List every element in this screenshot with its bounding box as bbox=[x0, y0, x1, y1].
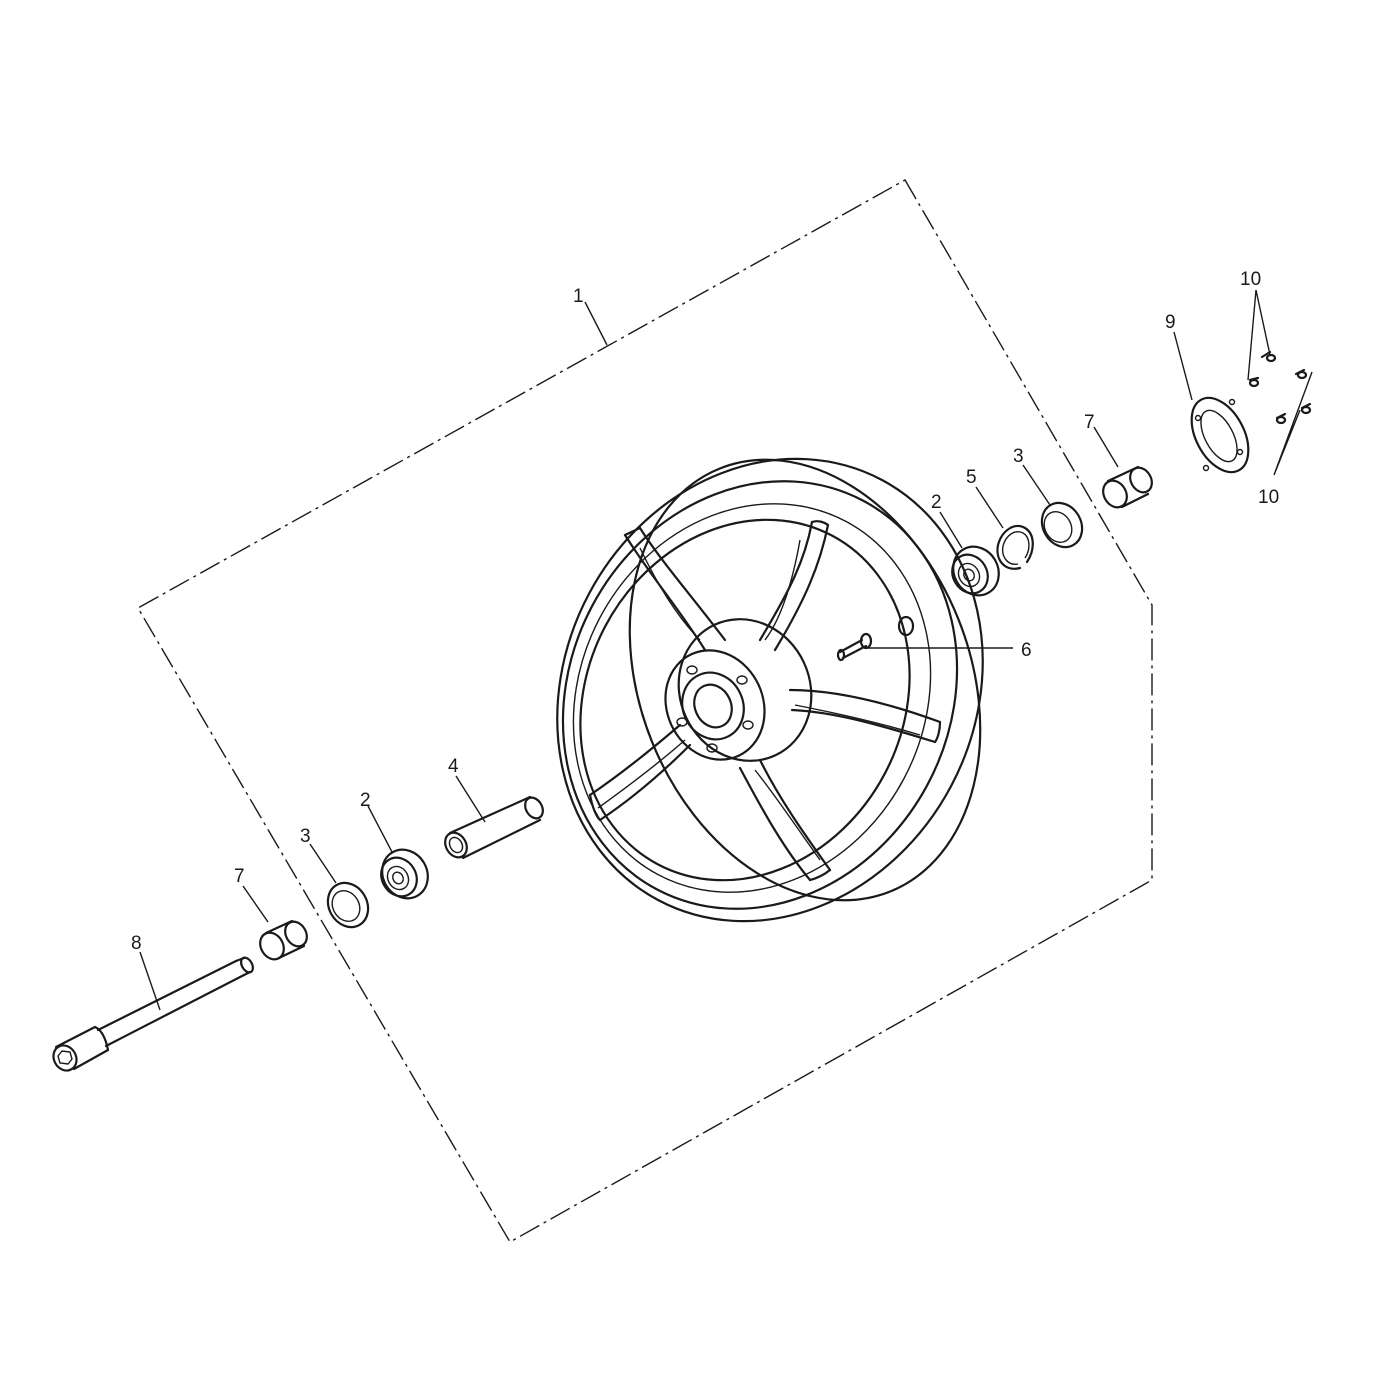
axle bbox=[52, 956, 254, 1072]
circlip bbox=[996, 524, 1034, 570]
spacer-right bbox=[1102, 465, 1153, 509]
callout-2-left: 2 bbox=[360, 790, 371, 811]
wheel-hub bbox=[664, 618, 813, 762]
callout-7-right: 7 bbox=[1084, 412, 1095, 433]
disc-plate bbox=[1190, 396, 1250, 474]
callout-10-top: 10 bbox=[1240, 269, 1261, 290]
callout-10-bottom: 10 bbox=[1258, 487, 1279, 508]
spacer-left bbox=[259, 919, 308, 961]
valve-stem bbox=[836, 632, 873, 662]
callout-3-right: 3 bbox=[1013, 446, 1024, 467]
seal-left bbox=[326, 881, 370, 929]
wheel-spokes bbox=[588, 520, 942, 882]
bearing-right bbox=[951, 545, 1000, 597]
callout-8: 8 bbox=[131, 933, 142, 954]
wheel bbox=[556, 457, 984, 923]
callout-1: 1 bbox=[573, 286, 584, 307]
callout-4: 4 bbox=[448, 756, 459, 777]
callout-6: 6 bbox=[1021, 640, 1032, 661]
leader-lines bbox=[139, 289, 1313, 1011]
callout-7-left: 7 bbox=[234, 866, 245, 887]
callout-2-right: 2 bbox=[931, 492, 942, 513]
callout-9: 9 bbox=[1165, 312, 1176, 333]
spacer-tube bbox=[444, 795, 544, 860]
callout-3-left: 3 bbox=[300, 826, 311, 847]
bearing-left bbox=[380, 848, 429, 900]
callout-5: 5 bbox=[966, 467, 977, 488]
callout-numbers: 1 9 10 10 7 3 5 2 6 4 2 3 7 8 bbox=[131, 269, 1279, 954]
seal-right bbox=[1040, 501, 1084, 549]
assembly-boundary bbox=[137, 179, 1153, 1243]
screws bbox=[1248, 350, 1312, 425]
